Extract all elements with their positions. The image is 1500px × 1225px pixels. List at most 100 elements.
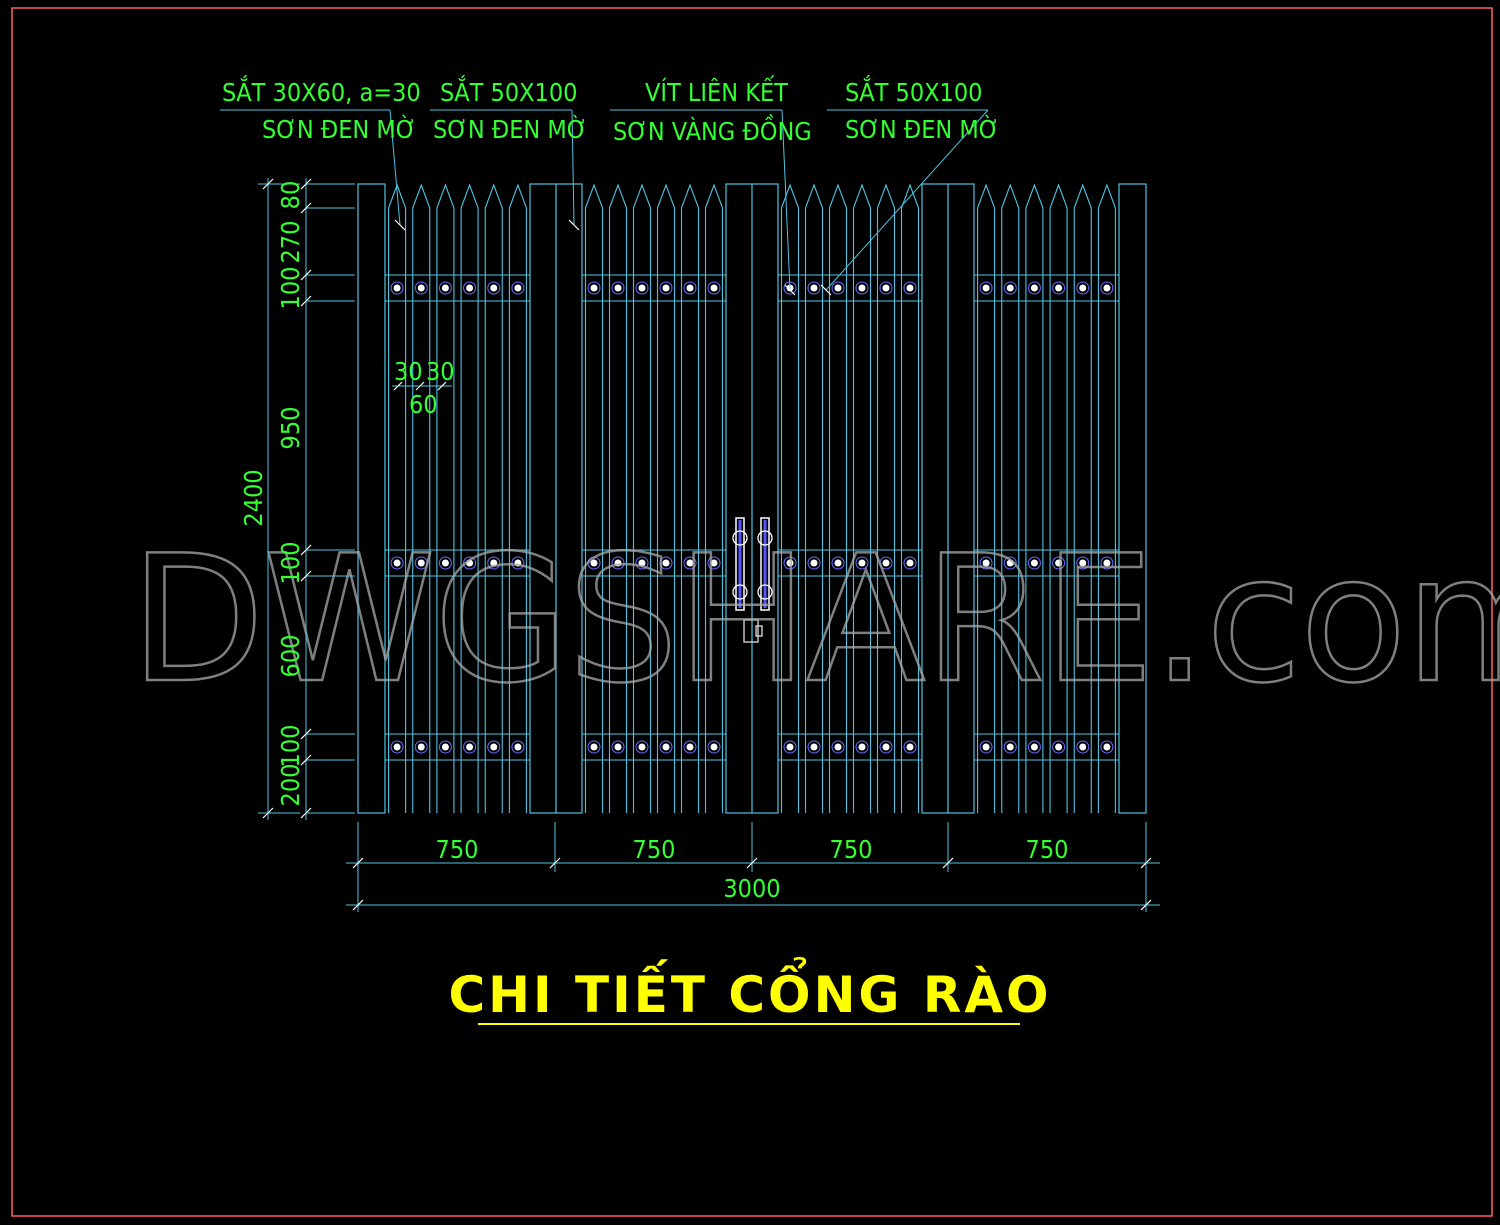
bolt [982,559,990,567]
bolt [1006,743,1014,751]
bolt-halo [1027,740,1041,754]
bolt [1055,284,1063,292]
bolt [417,559,425,567]
bolt-halo [659,740,673,754]
picket [804,183,824,813]
lock-body [743,619,759,643]
drawing-border [11,7,1493,1217]
bolt-halo [635,556,649,570]
bolt [393,743,401,751]
bolt [590,743,598,751]
picket [412,183,431,813]
dim-picket-gap-a: 30 [394,357,423,386]
bolt-halo [683,556,697,570]
dim-tick-h [300,544,312,556]
bolt-halo [587,740,601,754]
dim-tick-h [300,807,312,819]
dim-panel-1: 750 [436,835,479,864]
bolt [1055,559,1063,567]
bolt [1006,284,1014,292]
bolt [1030,284,1038,292]
bolt-halo [390,281,404,295]
bolt-halo [903,556,917,570]
picket [852,183,872,813]
bolt-halo [414,740,428,754]
dim-h-100-bot: 100 [276,725,305,768]
bolt-halo [831,281,845,295]
dim-tick-w [942,857,954,869]
bolt-halo [487,740,501,754]
bolt-halo [511,740,525,754]
dim-tick-w [549,857,561,869]
bolt-halo [831,740,845,754]
bolt-halo [611,556,625,570]
bolt [466,559,474,567]
bolt-halo [1076,281,1090,295]
handle-mount [757,530,773,546]
bolt-halo [807,556,821,570]
bolt [982,284,990,292]
bolt-halo [438,740,452,754]
callout-3-finish: SƠN VÀNG ĐỒNG [613,114,812,146]
bolt-halo [587,556,601,570]
bolt [1055,743,1063,751]
picket [436,183,455,813]
bolt [786,559,794,567]
leader-tick-1 [394,219,406,231]
bolt [638,559,646,567]
bolt [441,743,449,751]
picket [1025,183,1044,813]
leader-tick-4 [820,284,832,296]
bolt [393,284,401,292]
bolt-halo [414,281,428,295]
dim-h-80: 80 [276,181,305,210]
callout-4: SẮT 50X100 SƠN ĐEN MỜ [845,75,999,144]
picket [1097,183,1116,813]
bolt [417,284,425,292]
bolt-halo [414,556,428,570]
dim-h-270: 270 [276,221,305,264]
bolt [466,743,474,751]
bolt [1103,743,1111,751]
dim-tick-picket [415,381,425,391]
dim-panel-3: 750 [830,835,873,864]
height-dimension-texts: 80 270 100 950 100 600 100 200 2400 [239,181,305,807]
picket [460,183,479,813]
bolt-halo [783,556,797,570]
bolt [858,559,866,567]
bolt [441,559,449,567]
dim-tick-w [746,857,758,869]
bolt-halo [879,740,893,754]
bolt [1030,743,1038,751]
bolt-halo [635,740,649,754]
post-5 [1118,183,1147,814]
picket [828,183,848,813]
dim-tick-picket [437,381,447,391]
bolt-halo [1052,740,1066,754]
bolt [1103,284,1111,292]
bolt [686,284,694,292]
bolt-halo [855,281,869,295]
bolt-halo [979,740,993,754]
bolt [982,743,990,751]
bolt-halo [831,556,845,570]
width-dimension-texts: 750 750 750 750 3000 [436,835,1069,903]
picket [484,183,503,813]
picket [1001,183,1020,813]
bolt-halo [511,281,525,295]
callout-1: SẮT 30X60, a=30 SƠN ĐEN MỜ [222,75,421,144]
bolt-halo [1100,740,1114,754]
bolt-halo [463,740,477,754]
callout-4-finish: SƠN ĐEN MỜ [845,114,999,144]
bolt-halo [463,281,477,295]
leader-tick-3 [784,284,796,296]
bolt [810,284,818,292]
bolt-halo [1076,740,1090,754]
bolt [686,743,694,751]
bolt-halo [390,556,404,570]
callout-2-material: SẮT 50X100 [440,75,577,107]
bolt [417,743,425,751]
handle-bar-2 [760,517,770,611]
post-1 [357,183,386,814]
bolt-halo [903,740,917,754]
